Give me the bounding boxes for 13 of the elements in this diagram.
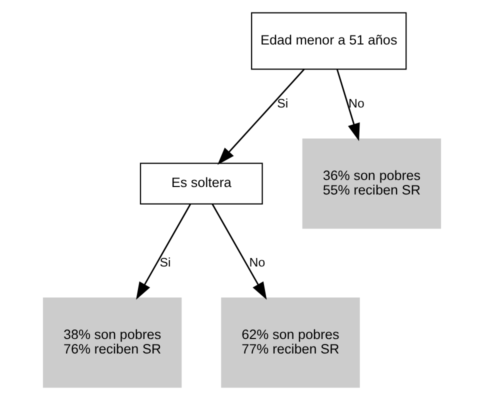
arrow [212,204,267,300]
node-box: 62% son pobres 77% reciben SR [221,298,360,388]
node-box: Edad menor a 51 años [251,12,407,70]
arrow [217,68,305,165]
edge-label: Si [277,96,288,110]
node-box: 38% son pobres 76% reciben SR [42,298,182,388]
node-box: 36% son pobres 55% reciben SR [302,138,442,229]
edge-label: No [249,255,266,270]
arrow [136,204,192,300]
edge-label: Si [160,255,171,270]
arrow [336,68,360,142]
node-box: Es soltera [140,162,263,204]
edge-label: No [348,96,364,110]
